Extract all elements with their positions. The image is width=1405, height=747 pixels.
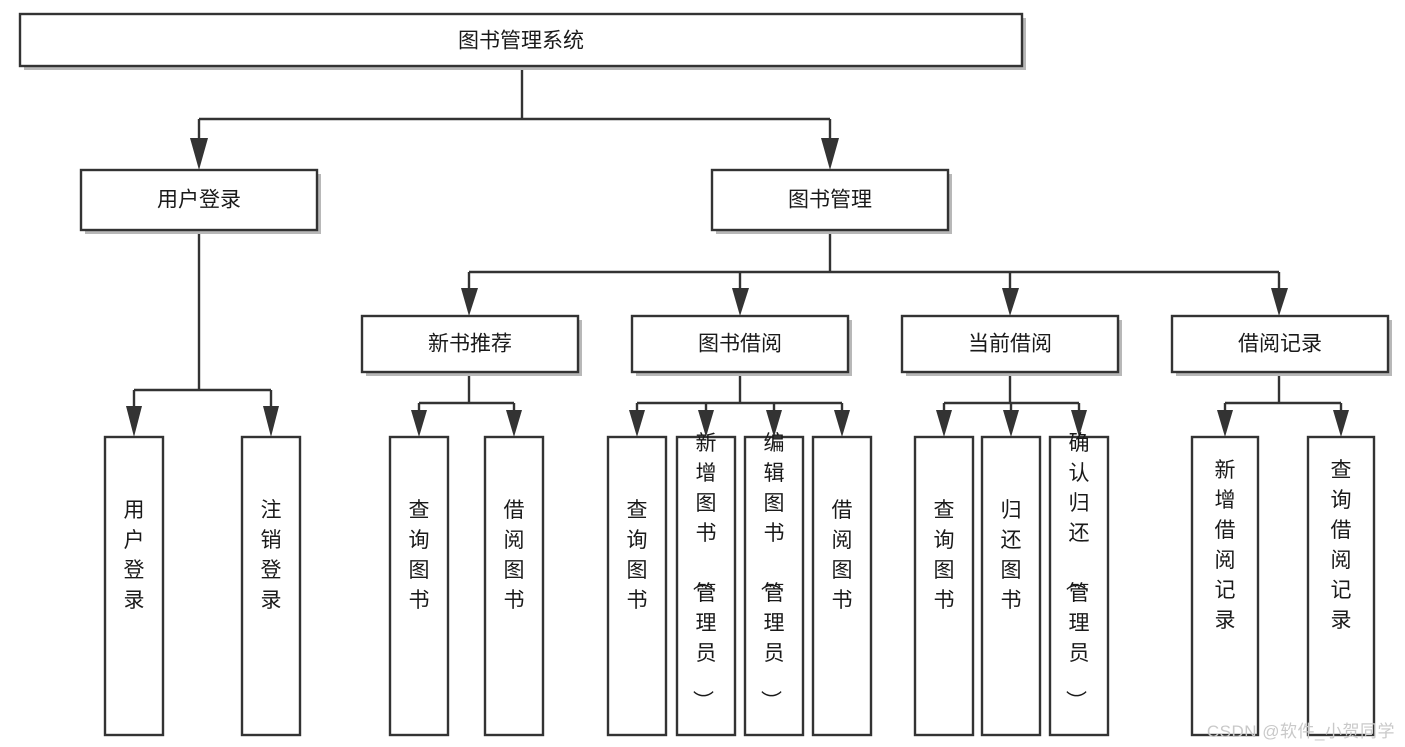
current-borrow-label: 当前借阅 (968, 333, 1052, 356)
node-leaf-currentborrow-confirm-return[interactable]: 确认归还（管理员） (1048, 432, 1110, 737)
connector-layer (126, 68, 1349, 437)
leaf-label-borrowrecord-add-record: 新增借阅记录 (1215, 459, 1236, 632)
node-leaf-currentborrow-query-book[interactable]: 查询图书 (913, 435, 975, 737)
node-leaf-borrowrecord-query-record[interactable]: 查询借阅记录 (1306, 435, 1376, 737)
leaf-label-newbook-query-book: 查询图书 (409, 499, 430, 612)
arrow-root-to-user-login (190, 138, 208, 170)
arrow-bookborrow-leaf-3 (766, 410, 782, 437)
leaf-label-user-logout: 注销登录 (261, 499, 282, 612)
book-borrow-label: 图书借阅 (698, 333, 782, 356)
arrow-borrowrecord-leaf-1 (1217, 410, 1233, 437)
node-leaf-bookborrow-query-book[interactable]: 查询图书 (606, 435, 668, 737)
arrow-userlogin-leaf-2 (263, 406, 279, 437)
arrow-bookborrow-leaf-1 (629, 410, 645, 437)
root-label: 图书管理系统 (458, 30, 584, 53)
arrow-bookmanage-child-3 (1002, 288, 1019, 316)
leaf-box-currentborrow-return-book[interactable] (980, 435, 1042, 737)
leaf-box-newbook-query-book[interactable] (388, 435, 450, 737)
leaf-box-user-logout[interactable] (240, 435, 302, 737)
node-leaf-currentborrow-return-book[interactable]: 归还图书 (980, 435, 1042, 737)
leaf-box-currentborrow-confirm-return[interactable] (1048, 435, 1110, 737)
leaf-box-bookborrow-edit-book[interactable] (743, 435, 805, 737)
leaf-label-bookborrow-query-book: 查询图书 (627, 499, 648, 612)
current-borrow-box[interactable] (900, 314, 1120, 374)
node-leaf-newbook-query-book[interactable]: 查询图书 (388, 435, 450, 737)
leaf-label-borrowrecord-query-record: 查询借阅记录 (1331, 459, 1352, 632)
node-user-login[interactable]: 用户登录 (79, 168, 321, 234)
borrow-record-box[interactable] (1170, 314, 1390, 374)
node-new-book-recommend[interactable]: 新书推荐 (360, 314, 582, 376)
leaf-box-borrowrecord-add-record[interactable] (1190, 435, 1260, 737)
node-book-borrow[interactable]: 图书借阅 (630, 314, 852, 376)
arrow-newbook-leaf-1 (411, 410, 427, 437)
node-leaf-newbook-borrow-book[interactable]: 借阅图书 (483, 435, 545, 737)
arrow-currentborrow-leaf-2 (1003, 410, 1019, 437)
node-leaf-user-login-login[interactable]: 用户登录 (103, 435, 165, 737)
leaf-label-newbook-borrow-book: 借阅图书 (504, 499, 525, 612)
new-book-recommend-box[interactable] (360, 314, 580, 374)
leaf-label-bookborrow-add-book: 新增图书（管理员） (691, 432, 717, 711)
arrow-currentborrow-leaf-1 (936, 410, 952, 437)
node-leaf-borrowrecord-add-record[interactable]: 新增借阅记录 (1190, 435, 1260, 737)
leaf-box-bookborrow-query-book[interactable] (606, 435, 668, 737)
leaf-label-currentborrow-return-book: 归还图书 (1001, 499, 1022, 612)
borrow-record-label: 借阅记录 (1238, 333, 1322, 356)
book-borrow-box[interactable] (630, 314, 850, 374)
arrow-borrowrecord-leaf-2 (1333, 410, 1349, 437)
leaf-label-currentborrow-confirm-return: 确认归还（管理员） (1064, 432, 1090, 711)
leaf-box-bookborrow-add-book[interactable] (675, 435, 737, 737)
leaf-box-bookborrow-borrow-book[interactable] (811, 435, 873, 737)
book-management-box[interactable] (710, 168, 950, 232)
node-leaf-bookborrow-edit-book[interactable]: 编辑图书（管理员） (743, 432, 805, 737)
leaf-label-bookborrow-borrow-book: 借阅图书 (832, 499, 853, 612)
arrow-bookmanage-child-2 (732, 288, 749, 316)
arrow-currentborrow-leaf-3 (1071, 410, 1087, 437)
arrow-root-to-book-manage (821, 138, 839, 170)
arrow-bookmanage-child-1 (461, 288, 478, 316)
arrow-newbook-leaf-2 (506, 410, 522, 437)
arrow-bookborrow-leaf-2 (698, 410, 714, 437)
arrow-userlogin-leaf-1 (126, 406, 142, 437)
user-login-label: 用户登录 (157, 189, 241, 212)
leaf-box-currentborrow-query-book[interactable] (913, 435, 975, 737)
user-login-box[interactable] (79, 168, 319, 232)
leaf-label-user-login-login: 用户登录 (124, 499, 145, 612)
leaf-label-bookborrow-edit-book: 编辑图书（管理员） (759, 432, 785, 711)
node-root-book-management-system[interactable]: 图书管理系统 (18, 12, 1026, 70)
node-current-borrow[interactable]: 当前借阅 (900, 314, 1122, 376)
root-box[interactable] (18, 12, 1024, 68)
node-book-management[interactable]: 图书管理 (710, 168, 952, 234)
node-borrow-record[interactable]: 借阅记录 (1170, 314, 1392, 376)
leaf-label-currentborrow-query-book: 查询图书 (934, 499, 955, 612)
node-leaf-bookborrow-borrow-book[interactable]: 借阅图书 (811, 435, 873, 737)
arrow-bookmanage-child-4 (1271, 288, 1288, 316)
new-book-recommend-label: 新书推荐 (428, 333, 512, 356)
leaf-box-newbook-borrow-book[interactable] (483, 435, 545, 737)
node-leaf-bookborrow-add-book[interactable]: 新增图书（管理员） (675, 432, 737, 737)
node-leaf-user-logout[interactable]: 注销登录 (240, 435, 302, 737)
leaf-box-user-login-login[interactable] (103, 435, 165, 737)
arrow-bookborrow-leaf-4 (834, 410, 850, 437)
leaf-box-borrowrecord-query-record[interactable] (1306, 435, 1376, 737)
book-management-label: 图书管理 (788, 189, 872, 212)
